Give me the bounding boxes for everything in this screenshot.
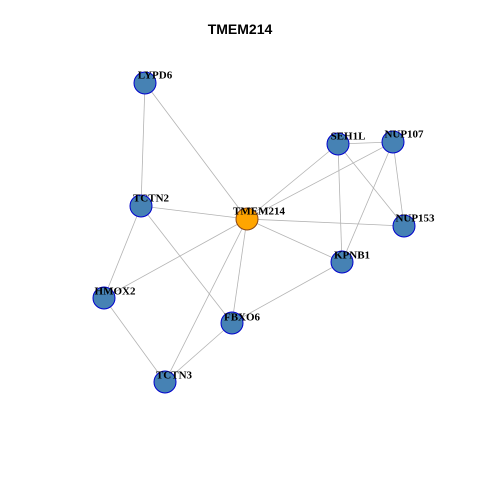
node-label: SEH1L xyxy=(331,131,366,143)
node-label: HMOX2 xyxy=(95,286,136,298)
node-tctn2: TCTN2 xyxy=(129,193,170,218)
node-nup107: NUP107 xyxy=(381,129,424,154)
node-circle xyxy=(381,130,405,154)
edge-tmem214-seh1l xyxy=(246,143,339,220)
edge-lypd6-tctn2 xyxy=(140,82,146,207)
edge-tmem214-nup153 xyxy=(246,218,405,227)
edge-hmox2-tctn3 xyxy=(103,297,166,383)
edge-fbxo6-kpnb1 xyxy=(231,261,343,324)
edge-seh1l-nup153 xyxy=(337,143,405,227)
node-tmem214: TMEM214 xyxy=(233,206,285,231)
node-kpnb1: KPNB1 xyxy=(330,250,370,274)
edge-nup107-kpnb1 xyxy=(341,141,394,263)
edge-tmem214-fbxo6 xyxy=(231,218,248,324)
edge-tmem214-hmox2 xyxy=(103,218,248,299)
node-label: NUP107 xyxy=(384,129,424,141)
graph-title: TMEM214 xyxy=(207,21,273,37)
node-lypd6: LYPD6 xyxy=(133,70,173,95)
node-label: LYPD6 xyxy=(138,70,173,82)
edge-tmem214-tctn3 xyxy=(164,218,248,383)
edge-seh1l-kpnb1 xyxy=(337,143,343,263)
edge-tmem214-lypd6 xyxy=(144,82,248,220)
edge-tctn2-hmox2 xyxy=(103,205,142,299)
node-label: TCTN3 xyxy=(156,370,193,382)
edge-tctn3-fbxo6 xyxy=(164,322,233,383)
edge-tmem214-nup107 xyxy=(246,141,394,220)
node-label: KPNB1 xyxy=(334,250,370,262)
node-label: NUP153 xyxy=(395,213,435,225)
node-seh1l: SEH1L xyxy=(326,131,366,156)
edge-tmem214-tctn2 xyxy=(140,205,248,220)
node-circle xyxy=(129,194,153,218)
node-label: TCTN2 xyxy=(133,193,170,205)
node-hmox2: HMOX2 xyxy=(92,286,136,310)
node-label: TMEM214 xyxy=(233,206,285,218)
node-nup153: NUP153 xyxy=(392,213,435,238)
node-circle xyxy=(326,132,350,156)
node-circle xyxy=(133,71,157,95)
node-circle xyxy=(92,286,116,310)
node-label: FBXO6 xyxy=(224,312,261,324)
node-circle xyxy=(220,311,244,335)
node-circle xyxy=(235,207,259,231)
node-tctn3: TCTN3 xyxy=(153,370,193,394)
edge-nup107-nup153 xyxy=(392,141,405,227)
node-circle xyxy=(153,370,177,394)
node-circle xyxy=(330,250,354,274)
edge-layer xyxy=(103,82,405,383)
node-fbxo6: FBXO6 xyxy=(220,311,261,335)
edge-tctn2-fbxo6 xyxy=(140,205,233,324)
edge-tmem214-kpnb1 xyxy=(246,218,343,263)
node-circle xyxy=(392,214,416,238)
